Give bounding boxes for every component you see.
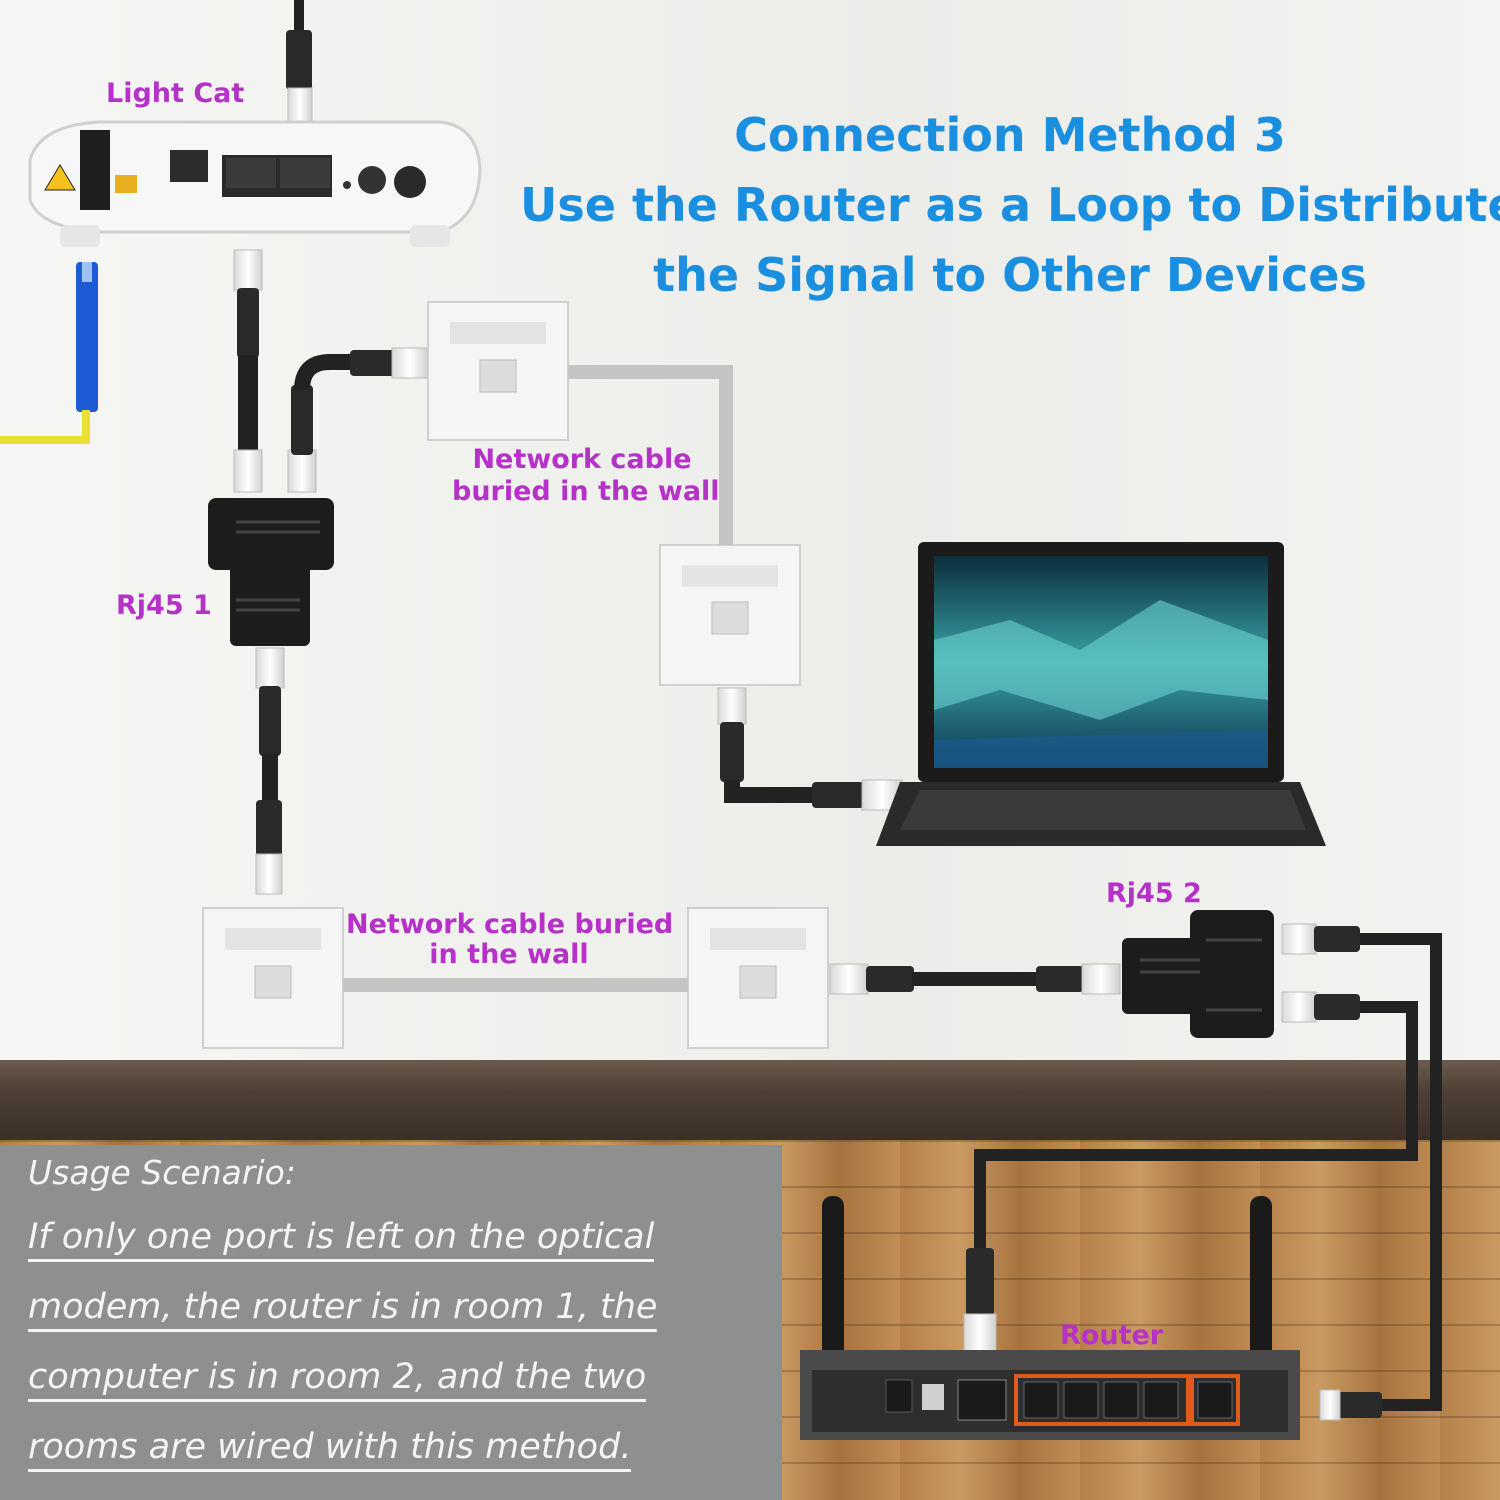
router-icon xyxy=(800,1196,1300,1440)
label-wall-cable-upper: Network cable buried in the wall xyxy=(452,444,720,508)
incoming-cable xyxy=(286,0,313,125)
title-line-3: the Signal to Other Devices xyxy=(653,248,1367,302)
splitter2-input-cable xyxy=(829,963,1121,995)
label-wall-cable-lower-line-1: Network cable buried xyxy=(346,909,674,940)
label-wall-cable-upper-line-1: Network cable xyxy=(472,444,692,475)
label-wall-cable-lower: Network cable buried in the wall xyxy=(346,909,674,970)
splitter1-down-cable xyxy=(255,647,285,895)
label-rj45-1: Rj45 1 xyxy=(116,590,212,621)
optical-modem-icon xyxy=(28,120,482,247)
usage-scenario-panel: Usage Scenario: If only one port is left… xyxy=(0,1145,782,1500)
label-router: Router xyxy=(1060,1320,1164,1351)
title-line-1: Connection Method 3 xyxy=(734,108,1286,162)
baseboard xyxy=(0,1060,1500,1140)
laptop-cable xyxy=(717,687,903,811)
fiber-cable xyxy=(0,262,98,444)
wall-socket-upper xyxy=(427,301,569,441)
laptop-icon xyxy=(876,542,1326,846)
title-line-2: Use the Router as a Loop to Distribute xyxy=(520,178,1500,232)
modem-cable-left xyxy=(233,249,263,493)
in-wall-cable-upper xyxy=(568,365,733,545)
usage-heading: Usage Scenario: xyxy=(28,1153,296,1192)
usage-line-1: If only one port is left on the optical xyxy=(28,1217,655,1262)
rj45-splitter-1 xyxy=(208,498,334,646)
modem-cable-right xyxy=(287,347,429,493)
usage-line-3: computer is in room 2, and the two xyxy=(28,1357,647,1402)
usage-line-2: modem, the router is in room 1, the xyxy=(28,1287,658,1332)
wall-socket-right xyxy=(659,544,801,686)
wall-socket-lower-left xyxy=(202,907,344,1049)
label-light-cat: Light Cat xyxy=(106,78,245,109)
label-wall-cable-upper-line-2: buried in the wall xyxy=(452,476,720,507)
wall-socket-lower-right xyxy=(687,907,829,1049)
rj45-splitter-2 xyxy=(1122,910,1274,1038)
diagram-title: Connection Method 3 Use the Router as a … xyxy=(520,100,1500,310)
label-wall-cable-lower-line-2: in the wall xyxy=(429,939,589,970)
label-rj45-2: Rj45 2 xyxy=(1106,878,1202,909)
usage-line-4: rooms are wired with this method. xyxy=(28,1427,632,1472)
splitter2-output-cables xyxy=(963,923,1442,1421)
